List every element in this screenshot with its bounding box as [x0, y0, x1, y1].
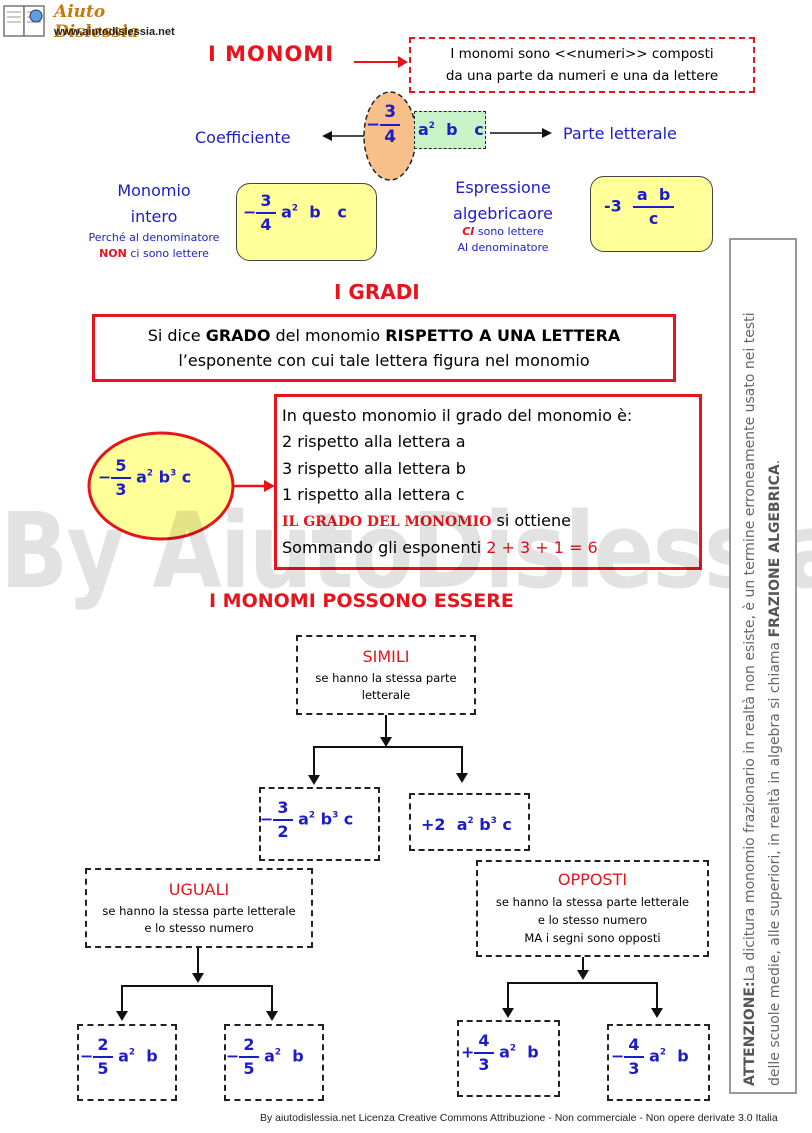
connector-line — [656, 982, 658, 1009]
connector-line — [271, 985, 273, 1012]
arrow-down-icon — [116, 1011, 128, 1021]
connector-line — [313, 746, 315, 776]
uguali-example-2 — [224, 1024, 324, 1101]
connector-line — [121, 985, 273, 987]
arrow-down-icon — [502, 1008, 514, 1018]
opposti-box: OPPOSTI se hanno la stessa parte lettera… — [476, 860, 709, 957]
simili-expression-2: +2 a2 b3 c — [421, 815, 512, 834]
arrow-down-icon — [266, 1011, 278, 1021]
arrow-right-icon — [232, 480, 275, 492]
coefficiente-label: Coefficiente — [195, 128, 291, 147]
monomi-title: I MONOMI — [208, 42, 335, 66]
logo-url: www.aiutodislessia.net — [54, 26, 175, 38]
connector-line — [582, 957, 584, 972]
arrow-right-icon — [354, 56, 408, 68]
arrow-left-icon — [322, 131, 366, 141]
simili-example-2 — [409, 793, 530, 851]
logo: Aiuto Dislessia www.aiutodislessia.net — [2, 2, 184, 42]
opposti-example-1 — [457, 1020, 560, 1097]
logo-text: Aiuto Dislessia — [54, 2, 139, 42]
arrow-down-icon — [577, 970, 589, 980]
intero-note: Perché al denominatore NON ci sono lette… — [88, 231, 220, 260]
connector-line — [507, 982, 509, 1009]
connector-line — [197, 948, 199, 975]
side-note-text: ATTENZIONE:La dicitura monomio frazionar… — [742, 312, 783, 1086]
possono-title: I MONOMI POSSONO ESSERE — [209, 590, 514, 612]
arrow-down-icon — [380, 737, 392, 747]
uguali-example-1 — [77, 1024, 177, 1101]
opposti-example-2 — [607, 1024, 710, 1101]
simili-box: SIMILI se hanno la stessa parte letteral… — [296, 635, 476, 715]
arrow-right-icon — [490, 128, 552, 138]
parte-letterale-label: Parte letterale — [563, 124, 677, 143]
parte-letterale-letters: a2 b c — [418, 120, 484, 139]
connector-line — [385, 715, 387, 739]
parte-letterale-box — [414, 111, 486, 149]
arrow-down-icon — [308, 775, 320, 785]
book-icon — [3, 5, 45, 37]
monomi-definition: I monomi sono <<numeri>> composti da una… — [409, 37, 755, 93]
connector-line — [313, 746, 463, 748]
gradi-definition-box: Si dice GRADO del monomio RISPETTO A UNA… — [92, 314, 676, 382]
espressione-expression-box — [590, 176, 713, 252]
gradi-title: I GRADI — [334, 280, 420, 304]
simili-example-1 — [259, 787, 380, 861]
connector-line — [121, 985, 123, 1012]
arrow-down-icon — [651, 1008, 663, 1018]
arrow-down-icon — [456, 773, 468, 783]
connector-line — [461, 746, 463, 774]
side-note-box: ATTENZIONE:La dicitura monomio frazionar… — [729, 238, 797, 1094]
intero-expression-box — [236, 183, 377, 261]
espressione-note: CI sono lettere Al denominatore — [457, 225, 549, 254]
gradi-explanation-box: In questo monomio il grado del monomio è… — [274, 394, 702, 570]
footer-license: By aiutodislessia.net Licenza Creative C… — [260, 1112, 778, 1124]
arrow-down-icon — [192, 973, 204, 983]
connector-line — [507, 982, 658, 984]
uguali-box: UGUALI se hanno la stessa parte letteral… — [85, 868, 313, 948]
